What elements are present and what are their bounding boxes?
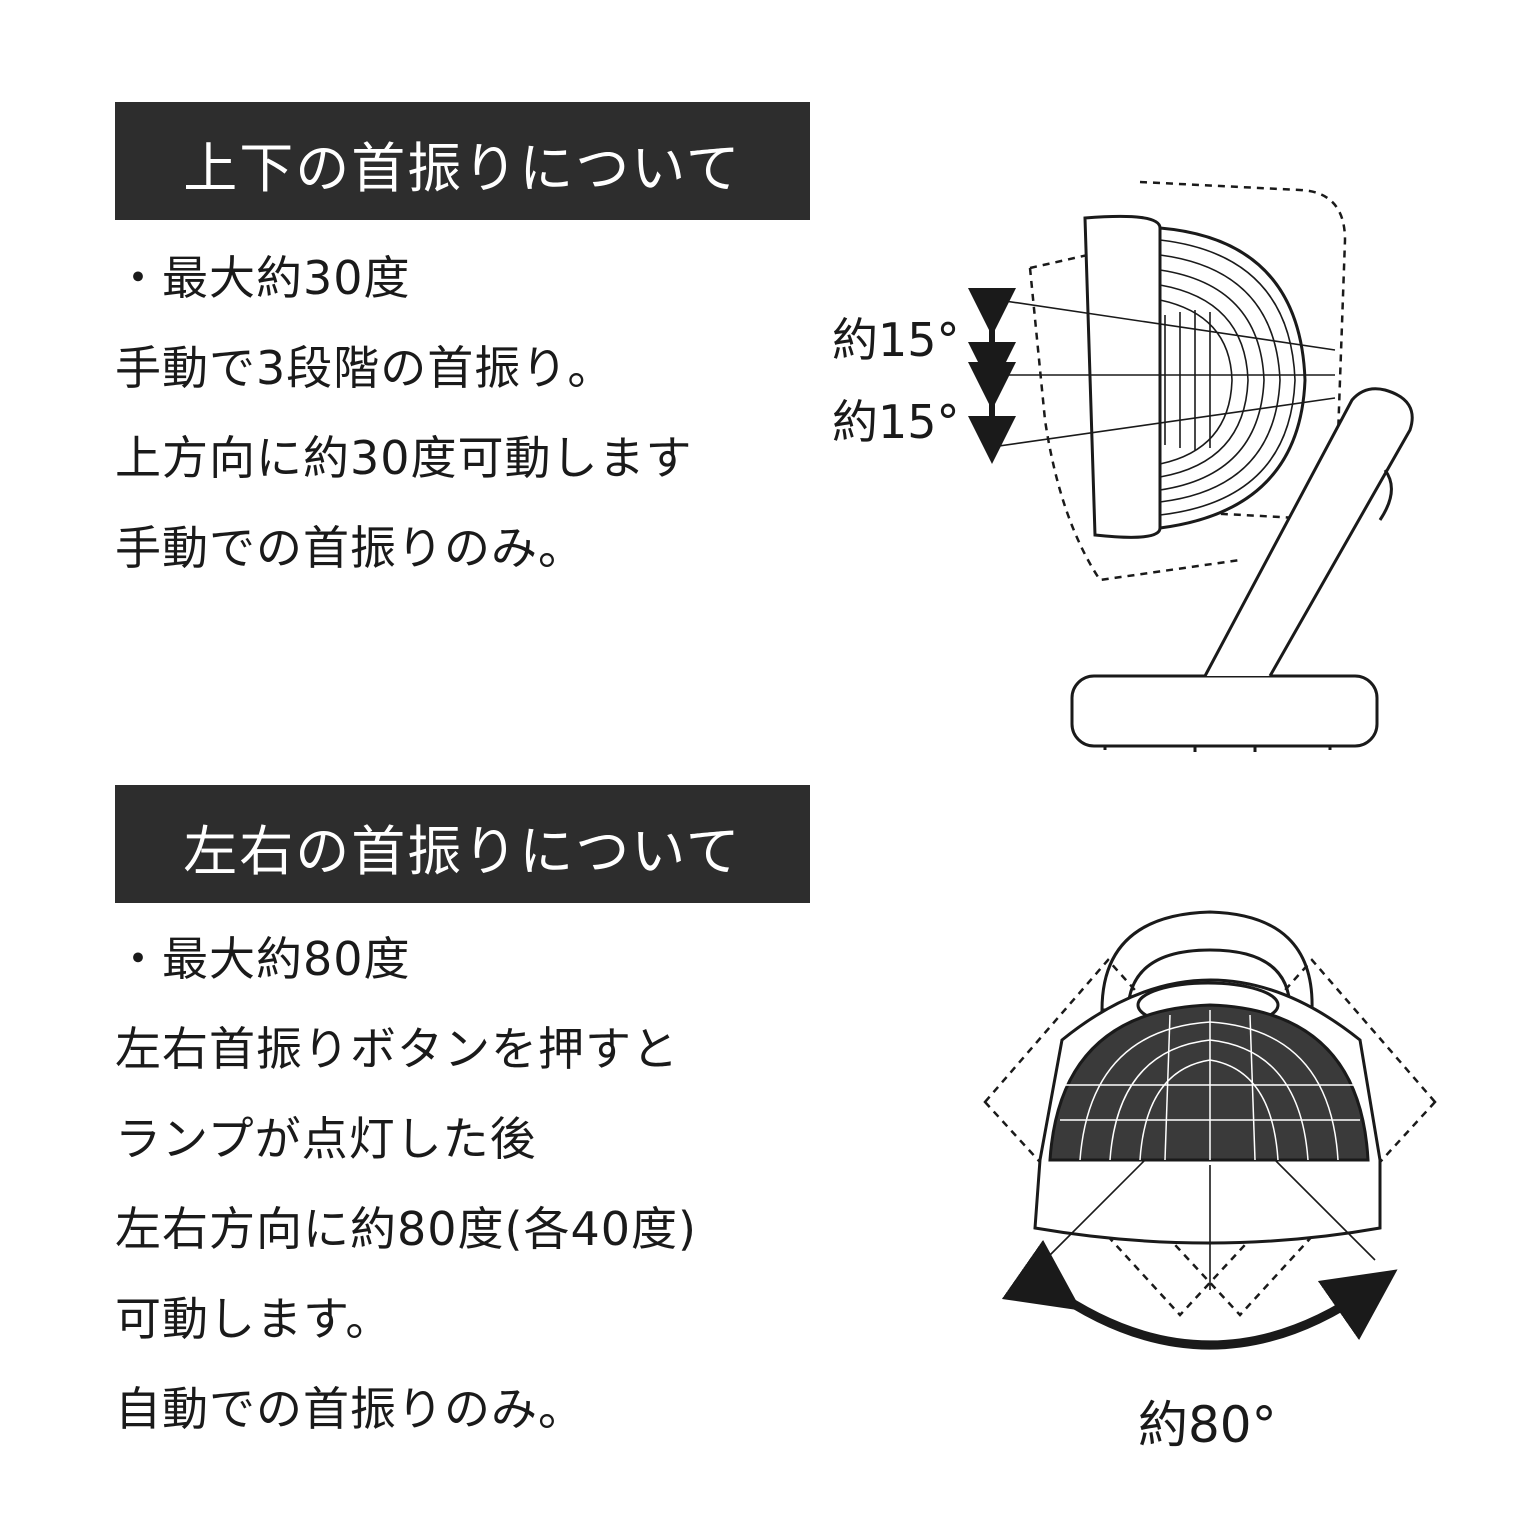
vertical-swing-description: ・最大約30度 手動で3段階の首振り。 上方向に約30度可動します 手動での首振… <box>115 233 815 593</box>
angle-up-label: 約15° <box>832 313 960 367</box>
vertical-swing-line: 手動で3段階の首振り。 <box>115 341 615 395</box>
vertical-swing-line: 手動での首振りのみ。 <box>115 521 585 575</box>
fan-side-view-icon <box>968 180 1414 752</box>
fan-front-view-icon <box>983 910 1437 1350</box>
angle-down-label: 約15° <box>832 395 960 449</box>
horizontal-swing-line: 左右方向に約80度(各40度) <box>115 1202 697 1256</box>
horizontal-swing-line: ランプが点灯した後 <box>115 1112 537 1166</box>
angle-horizontal-label: 約80° <box>1138 1396 1277 1454</box>
horizontal-swing-line: 可動します。 <box>115 1292 393 1346</box>
vertical-swing-line: ・最大約30度 <box>115 251 411 305</box>
horizontal-swing-line: 左右首振りボタンを押すと <box>115 1022 679 1076</box>
vertical-swing-heading: 上下の首振りについて <box>115 102 810 220</box>
horizontal-swing-line: ・最大約80度 <box>115 932 411 986</box>
vertical-swing-line: 上方向に約30度可動します <box>115 431 693 485</box>
horizontal-swing-line: 自動での首振りのみ。 <box>115 1382 585 1436</box>
horizontal-swing-heading: 左右の首振りについて <box>115 785 810 903</box>
horizontal-swing-description: ・最大約80度 左右首振りボタンを押すと ランプが点灯した後 左右方向に約80度… <box>115 914 815 1454</box>
